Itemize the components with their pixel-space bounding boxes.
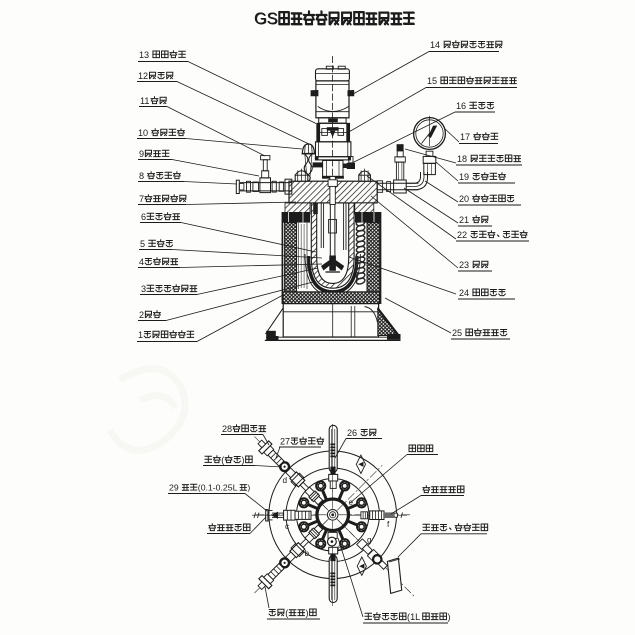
svg-text:15: 15 xyxy=(427,76,437,86)
svg-text:b: b xyxy=(305,549,310,558)
svg-text:1: 1 xyxy=(138,330,143,340)
svg-text:d: d xyxy=(283,476,288,485)
svg-text:25: 25 xyxy=(452,328,462,338)
svg-text:23: 23 xyxy=(459,260,469,270)
svg-text:22: 22 xyxy=(457,230,467,240)
svg-text:10: 10 xyxy=(138,128,148,138)
svg-text:GS: GS xyxy=(254,10,278,28)
svg-text:6: 6 xyxy=(141,212,146,222)
svg-text:): ) xyxy=(306,608,309,618)
svg-text:5: 5 xyxy=(140,239,145,249)
svg-text:a: a xyxy=(338,543,343,552)
svg-text:12: 12 xyxy=(138,71,148,81)
svg-text:16: 16 xyxy=(456,101,466,111)
svg-text:8: 8 xyxy=(139,171,144,181)
svg-text:11: 11 xyxy=(140,96,149,106)
svg-text:13: 13 xyxy=(139,50,149,60)
svg-text:7: 7 xyxy=(139,194,144,204)
svg-text:29: 29 xyxy=(169,483,179,493)
svg-text:): ) xyxy=(242,455,245,465)
svg-text:3: 3 xyxy=(141,284,146,294)
svg-text:28: 28 xyxy=(222,424,232,434)
svg-text:27: 27 xyxy=(280,436,290,446)
svg-text:GS: GS xyxy=(255,11,279,29)
svg-text:18: 18 xyxy=(457,154,467,164)
svg-text:26: 26 xyxy=(347,428,357,438)
svg-text:0.1-0.25L: 0.1-0.25L xyxy=(201,483,238,493)
svg-text:(: ( xyxy=(407,612,410,622)
svg-text:g: g xyxy=(367,536,372,545)
svg-text:19: 19 xyxy=(459,172,469,182)
svg-text:24: 24 xyxy=(459,288,469,298)
svg-text:9: 9 xyxy=(139,149,144,159)
svg-text:e: e xyxy=(349,498,354,507)
svg-text:4: 4 xyxy=(139,257,144,267)
svg-text:1L: 1L xyxy=(410,612,420,622)
svg-text:GS: GS xyxy=(254,10,278,28)
svg-text:(: ( xyxy=(285,608,288,618)
svg-text:c: c xyxy=(285,522,289,531)
svg-text:21: 21 xyxy=(459,215,469,225)
svg-text:f: f xyxy=(387,520,390,529)
svg-text:2: 2 xyxy=(139,310,144,320)
svg-text:(: ( xyxy=(221,455,224,465)
svg-text:): ) xyxy=(247,483,250,493)
svg-text:(: ( xyxy=(198,483,201,493)
svg-text:): ) xyxy=(448,612,451,622)
svg-text:14: 14 xyxy=(430,40,440,50)
svg-text:17: 17 xyxy=(460,132,470,142)
svg-text:20: 20 xyxy=(459,194,469,204)
